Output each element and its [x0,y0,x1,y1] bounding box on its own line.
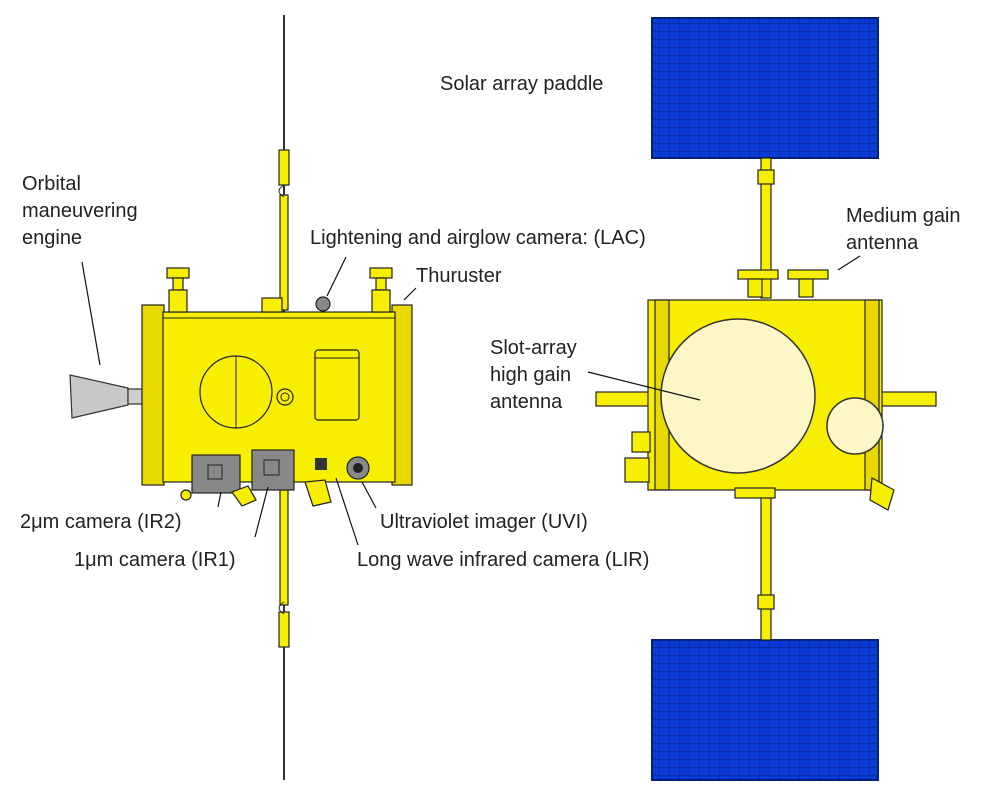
slot-array-label-1: Slot-array [490,337,577,359]
solar-array-label: Solar array paddle [440,73,603,95]
svg-text:Orbital: Orbital [22,173,81,195]
ir1-camera [251,449,295,491]
thruster-right [369,267,393,313]
lir-camera [315,458,327,470]
lir-label: Long wave infrared camera (LIR) [357,549,649,571]
medium-gain-antenna [737,269,829,298]
thruster-left [166,267,190,313]
lac-camera [315,296,331,312]
svg-text:Medium gain: Medium gain [846,205,961,227]
ir2-label: 2μm camera (IR2) [20,511,182,533]
secondary-antenna-disc [826,397,884,455]
orbital-engine-label-3: engine [22,227,82,249]
orbital-engine-label-1: Orbital [22,173,81,195]
body-panel [314,349,360,421]
orbital-engine-label-2: maneuvering [22,200,138,222]
svg-text:maneuvering: maneuvering [22,200,138,222]
lac-label: Lightening and airglow camera: (LAC) [310,227,646,249]
ir2-camera [191,454,241,494]
medium-gain-label-1: Medium gain [846,205,961,227]
svg-text:high gain: high gain [490,364,571,386]
left-view: Orbital maneuvering engine Lightening an… [20,15,649,780]
slot-array-label-2: high gain [490,364,571,386]
right-view: Solar array paddle Medium gain antenna S… [440,17,961,781]
uvi-label: Ultraviolet imager (UVI) [380,511,588,533]
solar-boom-top [760,157,772,299]
high-gain-antenna-disc [660,318,816,474]
medium-gain-label-2: antenna [846,232,919,254]
ir1-label: 1μm camera (IR1) [74,549,236,571]
thruster-label: Thuruster [416,265,502,287]
engine-nozzle [69,374,143,419]
svg-text:engine: engine [22,227,82,249]
solar-boom-bottom [760,489,772,641]
slot-array-label-3: antenna [490,391,563,413]
svg-text:antenna: antenna [490,391,563,413]
svg-text:Slot-array: Slot-array [490,337,577,359]
solar-panel-top [651,17,879,159]
left-side-rail [141,304,165,486]
solar-panel-bottom [651,639,879,781]
svg-text:antenna: antenna [846,232,919,254]
